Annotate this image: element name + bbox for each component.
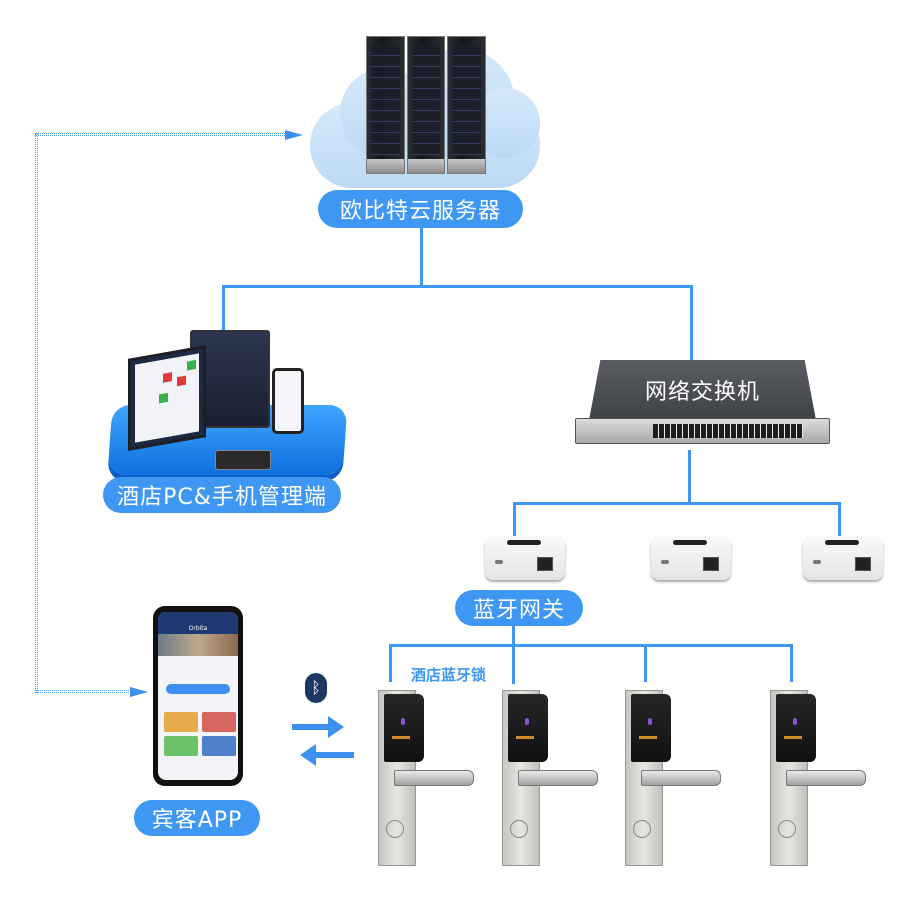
gateway-icon [803,536,883,580]
connector-cloud-down [420,228,423,288]
connector-top-horizontal [222,285,693,288]
gateway-label: 蓝牙网关 [455,590,583,626]
door-lock-icon [368,690,474,870]
card-encoder-icon [215,450,271,470]
arrow-right-head-icon [328,716,344,738]
network-switch-icon: 网络交换机 [575,360,830,446]
connector-lock-4 [790,644,793,682]
cloud-server-label: 欧比特云服务器 [318,190,523,228]
admin-label: 酒店PC&手机管理端 [103,477,341,513]
gateway-icon [485,536,565,580]
connector-switch-down [688,450,691,505]
smartphone-icon: Orbita [153,606,243,786]
server-rack-icon [366,36,487,174]
connector-lock-3 [644,644,647,682]
arrow-left-icon [316,752,354,758]
arrow-to-app-icon [130,687,148,697]
door-lock-icon [492,690,598,870]
connector-lock-1 [389,644,392,682]
admin-phone-icon [272,368,304,434]
guest-app-label: 宾客APP [134,800,260,836]
connector-gateway-horizontal [513,502,841,505]
connector-gateway-1 [513,502,516,536]
connector-gateway-3 [838,502,841,536]
arrow-to-cloud-icon [285,130,303,140]
gateway-icon [651,536,731,580]
bluetooth-icon: ᛒ [305,673,327,703]
arrow-right-icon [292,724,330,730]
connector-gateway-down [512,624,515,684]
dotted-link-vertical [35,133,38,693]
monitor-icon [128,345,206,451]
connector-lock-horizontal [389,644,793,647]
connector-to-admin [222,285,225,330]
lock-label: 酒店蓝牙锁 [411,666,487,684]
unlock-button [166,684,230,694]
door-lock-icon [760,690,866,870]
dotted-link-bottom [35,690,135,693]
door-lock-icon [615,690,721,870]
arrow-left-head-icon [300,744,316,766]
dotted-link-top [35,133,287,136]
connector-to-switch [690,285,693,360]
network-switch-label: 网络交换机 [644,380,760,405]
